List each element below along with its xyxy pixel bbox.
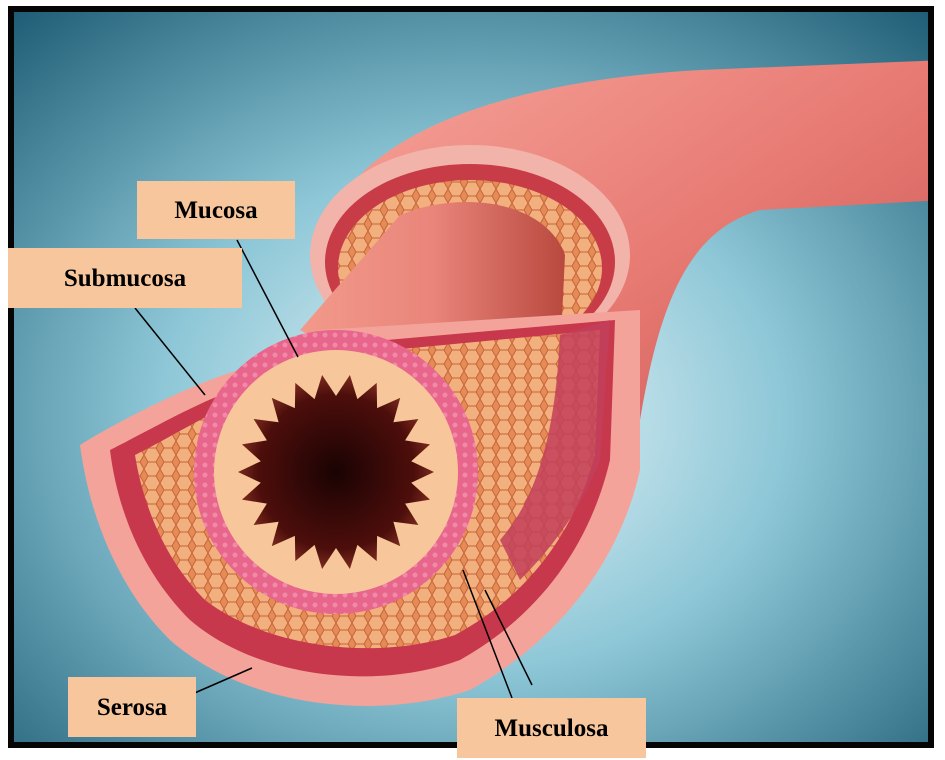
musculosa-label: Musculosa	[457, 698, 646, 758]
submucosa-label: Submucosa	[8, 248, 242, 308]
serosa-label: Serosa	[68, 677, 196, 737]
mucosa-label: Mucosa	[137, 181, 295, 239]
